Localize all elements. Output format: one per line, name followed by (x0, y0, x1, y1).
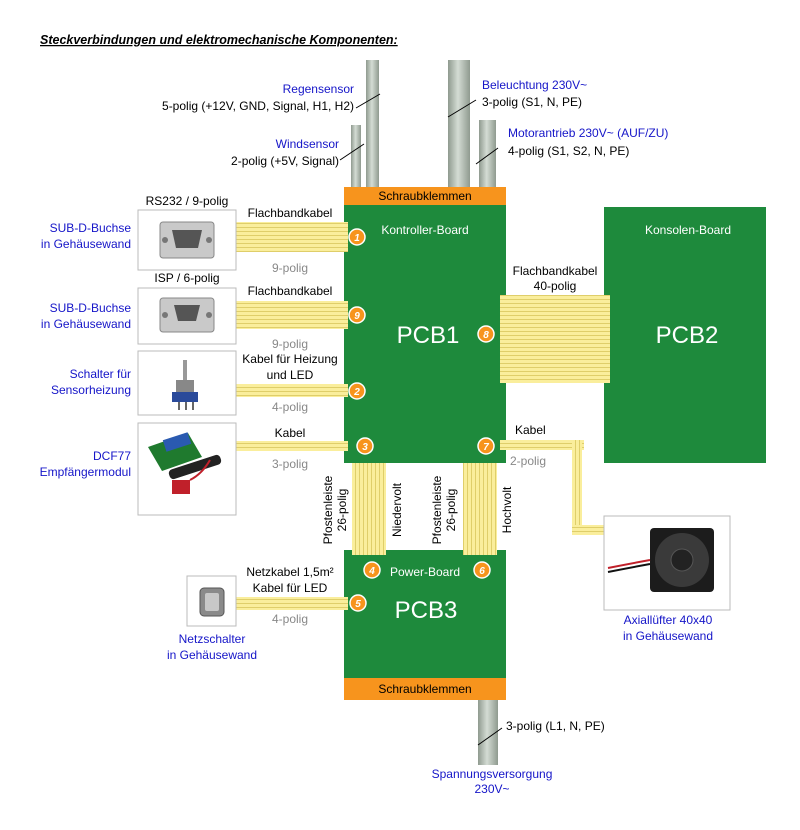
wind-spec: 2-polig (+5V, Signal) (231, 154, 339, 168)
cable-licht (448, 60, 470, 190)
pcb2-link-2: 40-polig (534, 279, 577, 293)
terminal-bottom (344, 678, 506, 700)
pcb2-link-1: Flachbandkabel (513, 264, 598, 278)
fan-photo (603, 515, 731, 611)
dcf77-label-2: Empfängermodul (40, 465, 131, 479)
svg-text:2: 2 (353, 387, 360, 398)
schalter-cable-1: Kabel für Heizung (242, 352, 337, 366)
ribbon-pcb2 (500, 295, 610, 383)
rs232-cable: Flachbandkabel (248, 206, 333, 220)
svg-text:1: 1 (354, 233, 360, 244)
header-right-line1: Pfostenleiste (430, 475, 444, 544)
pcb2-board (604, 207, 766, 463)
pcb1-sub: Kontroller-Board (381, 223, 468, 237)
fan-cable: Kabel (515, 423, 546, 437)
ribbon-schalter (236, 384, 348, 397)
header-right-line2: 26-polig (444, 489, 458, 532)
isp-cable: Flachbandkabel (248, 284, 333, 298)
dcf77-poles: 3-polig (272, 457, 308, 471)
rs232-label-1: SUB-D-Buchse (50, 221, 132, 235)
terminal-top-label: Schraubklemmen (378, 189, 471, 203)
badge-8: 8 (477, 325, 495, 343)
cable-wind (351, 125, 361, 190)
wind-name: Windsensor (276, 137, 339, 151)
motor-spec: 4-polig (S1, S2, N, PE) (508, 144, 629, 158)
terminal-top (344, 187, 506, 205)
regen-name: Regensensor (283, 82, 354, 96)
svg-text:7: 7 (483, 442, 489, 453)
cable-motor (479, 120, 496, 190)
power-name-1: Spannungsversorgung (432, 767, 553, 781)
isp-label-1: SUB-D-Buchse (50, 301, 132, 315)
badge-5: 5 (349, 594, 367, 612)
ribbon-fan (500, 440, 608, 535)
badge-2: 2 (348, 382, 366, 400)
badge-7: 7 (477, 437, 495, 455)
netz-label-2: in Gehäusewand (167, 648, 257, 662)
dcf77-photo (137, 422, 237, 516)
terminal-bottom-label: Schraubklemmen (378, 682, 471, 696)
rs232-poles: 9-polig (272, 261, 308, 275)
header-left-line2: 26-polig (335, 489, 349, 532)
rs232-photo (137, 209, 237, 271)
svg-text:4: 4 (368, 566, 375, 577)
schalter-cable-2: und LED (267, 368, 314, 382)
svg-text:5: 5 (355, 599, 361, 610)
pcb2-label: PCB2 (656, 322, 719, 349)
pcb1-label: PCB1 (397, 322, 460, 349)
pcb2-sub: Konsolen-Board (645, 223, 731, 237)
schalter-photo (137, 350, 237, 416)
netz-label-1: Netzschalter (179, 632, 246, 646)
pcb3-sub: Power-Board (390, 565, 460, 579)
netz-photo (186, 575, 237, 627)
rs232-title: RS232 / 9-polig (146, 194, 229, 208)
licht-spec: 3-polig (S1, N, PE) (482, 95, 582, 109)
svg-text:9: 9 (354, 311, 360, 322)
fan-label-1: Axiallüfter 40x40 (624, 613, 713, 627)
header-left-side: Niedervolt (390, 482, 404, 537)
isp-title: ISP / 6-polig (154, 271, 219, 285)
schalter-label-1: Schalter für (70, 367, 131, 381)
isp-poles: 9-polig (272, 337, 308, 351)
diagram-title: Steckverbindungen und elektromechanische… (40, 33, 398, 47)
ribbon-header-right (463, 463, 497, 555)
motor-name: Motorantrieb 230V~ (AUF/ZU) (508, 126, 668, 140)
ribbon-dcf77 (236, 441, 348, 451)
cable-power (478, 700, 498, 765)
ribbon-isp (236, 301, 348, 329)
netz-poles: 4-polig (272, 612, 308, 626)
dcf77-label-1: DCF77 (93, 449, 131, 463)
badge-9: 9 (348, 306, 366, 324)
ribbon-netz (236, 597, 348, 610)
isp-label-2: in Gehäusewand (41, 317, 131, 331)
netz-cable-1: Netzkabel 1,5m² (246, 565, 333, 579)
regen-spec: 5-polig (+12V, GND, Signal, H1, H2) (162, 99, 354, 113)
ribbon-rs232 (236, 222, 348, 252)
licht-name: Beleuchtung 230V~ (482, 78, 587, 92)
power-name-2: 230V~ (474, 782, 509, 796)
isp-photo (137, 287, 237, 345)
header-left-line1: Pfostenleiste (321, 475, 335, 544)
netz-cable-2: Kabel für LED (253, 581, 328, 595)
schalter-label-2: Sensorheizung (51, 383, 131, 397)
rs232-label-2: in Gehäusewand (41, 237, 131, 251)
svg-text:6: 6 (479, 566, 485, 577)
svg-text:8: 8 (483, 330, 489, 341)
dcf77-cable: Kabel (275, 426, 306, 440)
badge-3: 3 (356, 437, 374, 455)
badge-6: 6 (473, 561, 491, 579)
header-right-side: Hochvolt (500, 486, 514, 533)
badge-4: 4 (363, 561, 381, 579)
pcb3-label: PCB3 (395, 597, 458, 624)
fan-label-2: in Gehäusewand (623, 629, 713, 643)
badge-1: 1 (348, 228, 366, 246)
schalter-poles: 4-polig (272, 400, 308, 414)
top-cables (339, 60, 499, 190)
svg-text:3: 3 (362, 442, 368, 453)
fan-poles: 2-polig (510, 454, 546, 468)
power-spec: 3-polig (L1, N, PE) (506, 719, 605, 733)
cable-regen (366, 60, 379, 190)
ribbon-header-left (352, 463, 386, 555)
